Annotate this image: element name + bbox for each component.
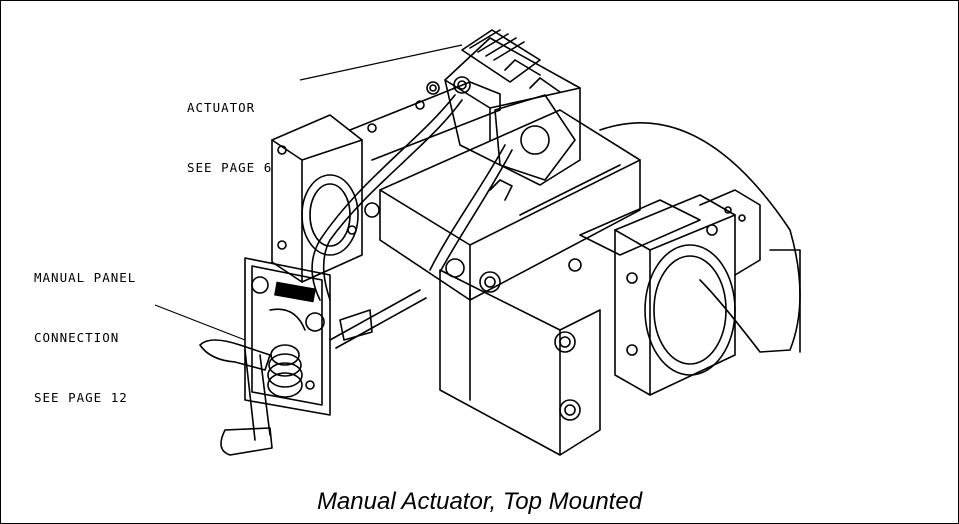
crank-handle <box>199 339 271 371</box>
actuator-leader-line <box>299 44 463 81</box>
left-flange <box>271 114 363 283</box>
right-bracket <box>699 189 761 276</box>
right-port-flange <box>614 194 736 396</box>
figure-caption: Manual Actuator, Top Mounted <box>316 488 643 515</box>
manual-panel-callout: MANUAL PANEL CONNECTION SEE PAGE 12 <box>34 228 136 428</box>
actuator-callout-line2: SEE PAGE 6 <box>187 160 273 175</box>
actuator-callout: ACTUATOR SEE PAGE 6 <box>187 58 272 198</box>
manual-panel-callout-line1: MANUAL PANEL <box>34 270 137 285</box>
manual-panel-leader-line <box>154 304 246 341</box>
manual-panel-callout-line2: CONNECTION <box>34 330 120 345</box>
manual-panel-callout-line3: SEE PAGE 12 <box>34 390 128 405</box>
actuator-callout-line1: ACTUATOR <box>187 100 256 115</box>
cable-2 <box>429 144 506 271</box>
mounting-bracket <box>349 81 501 161</box>
stem-shaft <box>329 289 421 341</box>
cable-1 <box>311 94 456 301</box>
cross-beam <box>379 109 641 301</box>
actuator-box <box>444 37 581 186</box>
crank-grip <box>220 427 273 456</box>
